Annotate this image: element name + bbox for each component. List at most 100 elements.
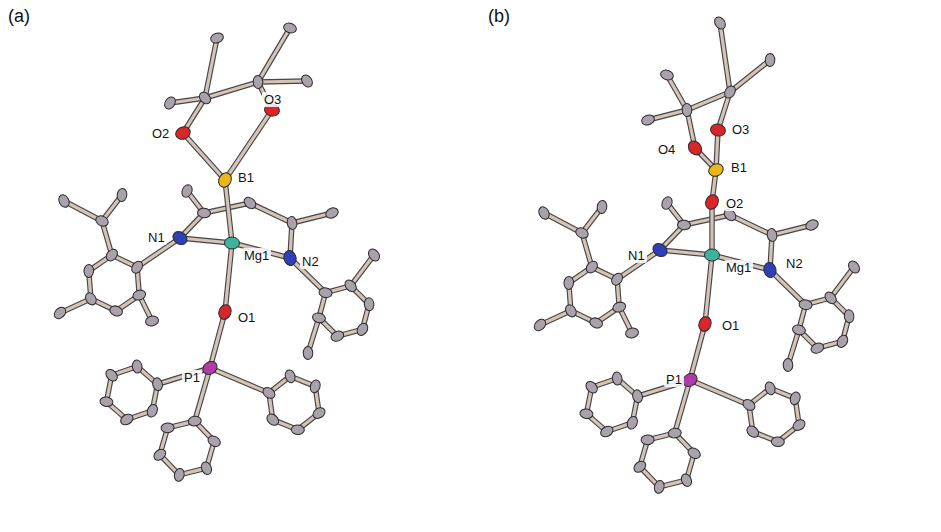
atom-ellipsoid [162, 95, 177, 111]
atom-ellipsoid [609, 271, 624, 287]
bond [720, 23, 730, 92]
atom-ellipsoid [170, 229, 189, 248]
atom-ellipsoid [722, 84, 737, 100]
bond [710, 202, 713, 255]
atom-ellipsoid [145, 315, 160, 327]
bond-outline [730, 215, 772, 235]
atom-ellipsoid [844, 309, 855, 323]
atom-ellipsoid [197, 208, 211, 219]
atom-ellipsoid [823, 290, 839, 306]
atom-label: B1 [729, 160, 749, 175]
atom-ellipsoid [209, 31, 224, 44]
atom-label: Mg1 [242, 248, 271, 263]
atom-ellipsoid [709, 122, 726, 137]
bond-outline [687, 92, 730, 110]
bond-outline [351, 255, 374, 286]
atom-ellipsoid [94, 214, 110, 228]
atom-ellipsoid [309, 379, 322, 394]
bond [210, 368, 269, 393]
atom-ellipsoid [324, 206, 340, 220]
bond-outline [709, 202, 715, 255]
atom-label: P1 [182, 370, 202, 385]
bond-outline [690, 324, 705, 380]
atom-ellipsoid [653, 479, 665, 494]
atom-label: O4 [656, 142, 677, 157]
bond [705, 255, 712, 324]
panel-label: (a) [6, 6, 32, 26]
atom-ellipsoid [355, 321, 370, 337]
atom-ellipsoid [217, 303, 234, 321]
atom-ellipsoid [766, 228, 778, 243]
atom-ellipsoid [789, 391, 802, 406]
atom-ellipsoid [584, 379, 600, 395]
atom-ellipsoid [707, 161, 726, 178]
atom-ellipsoid [641, 435, 654, 445]
atom-ellipsoid [650, 241, 669, 260]
bond-outline [225, 243, 232, 312]
bond [225, 180, 232, 243]
atom-ellipsoid [697, 315, 714, 333]
bond [684, 215, 730, 225]
atom-ellipsoid [311, 405, 327, 420]
atom-ellipsoid [364, 297, 375, 311]
atom-ellipsoid [216, 171, 234, 190]
atom-ellipsoid [152, 447, 168, 463]
atom-ellipsoid [804, 218, 820, 232]
atom-ellipsoid [798, 299, 812, 311]
atom-ellipsoid [303, 346, 313, 359]
atom-ellipsoid [188, 416, 202, 427]
bond-outline [205, 38, 217, 98]
atom-ellipsoid [741, 397, 757, 412]
atom-ellipsoid [104, 367, 120, 383]
molecule [532, 15, 862, 494]
atom-label: P1 [664, 372, 684, 387]
atom-ellipsoid [791, 417, 807, 432]
atom-label: Mg1 [724, 260, 753, 275]
bond [351, 255, 374, 286]
bond-outline [183, 133, 225, 180]
bond [205, 38, 217, 98]
atom-ellipsoid [679, 472, 693, 488]
atom-ellipsoid [330, 329, 346, 343]
atom-ellipsoid [318, 287, 332, 299]
atom-ellipsoid [52, 305, 68, 321]
atom-ellipsoid [771, 437, 784, 447]
bond-outline [205, 82, 258, 98]
atom-ellipsoid [132, 359, 143, 373]
atom-ellipsoid [612, 301, 627, 314]
bond [730, 215, 772, 235]
bond-outline [690, 380, 749, 405]
atom-ellipsoid [225, 237, 240, 249]
atom-ellipsoid [116, 188, 128, 202]
atom-ellipsoid [343, 278, 359, 294]
bond [258, 28, 290, 82]
atom-ellipsoid [180, 183, 194, 199]
atom-ellipsoid [291, 425, 304, 435]
atom-label: O3 [730, 122, 751, 137]
atom-ellipsoid [284, 369, 297, 384]
bond [730, 60, 770, 92]
atom-ellipsoid [197, 90, 213, 106]
atom-ellipsoid [563, 303, 578, 319]
atom-ellipsoid [132, 289, 147, 302]
atom-ellipsoid [242, 195, 258, 211]
atom-label: N2 [784, 256, 805, 271]
atom-ellipsoid [299, 73, 314, 89]
atom-ellipsoid [104, 247, 120, 263]
atom-ellipsoid [783, 358, 793, 371]
atom-ellipsoid [265, 412, 281, 428]
atom-ellipsoid [161, 423, 174, 433]
bond-outline [258, 81, 307, 82]
atom-ellipsoid [173, 467, 185, 482]
atom-ellipsoid [625, 327, 640, 339]
atom-ellipsoid [145, 403, 159, 419]
atom-ellipsoid [286, 216, 298, 231]
bond [225, 243, 232, 312]
atom-ellipsoid [579, 408, 593, 419]
bond [690, 324, 705, 380]
atom-ellipsoid [108, 304, 123, 317]
atom-ellipsoid [584, 259, 600, 275]
atom-ellipsoid [765, 53, 775, 66]
atom-ellipsoid [846, 259, 862, 275]
atom-ellipsoid [791, 324, 806, 337]
